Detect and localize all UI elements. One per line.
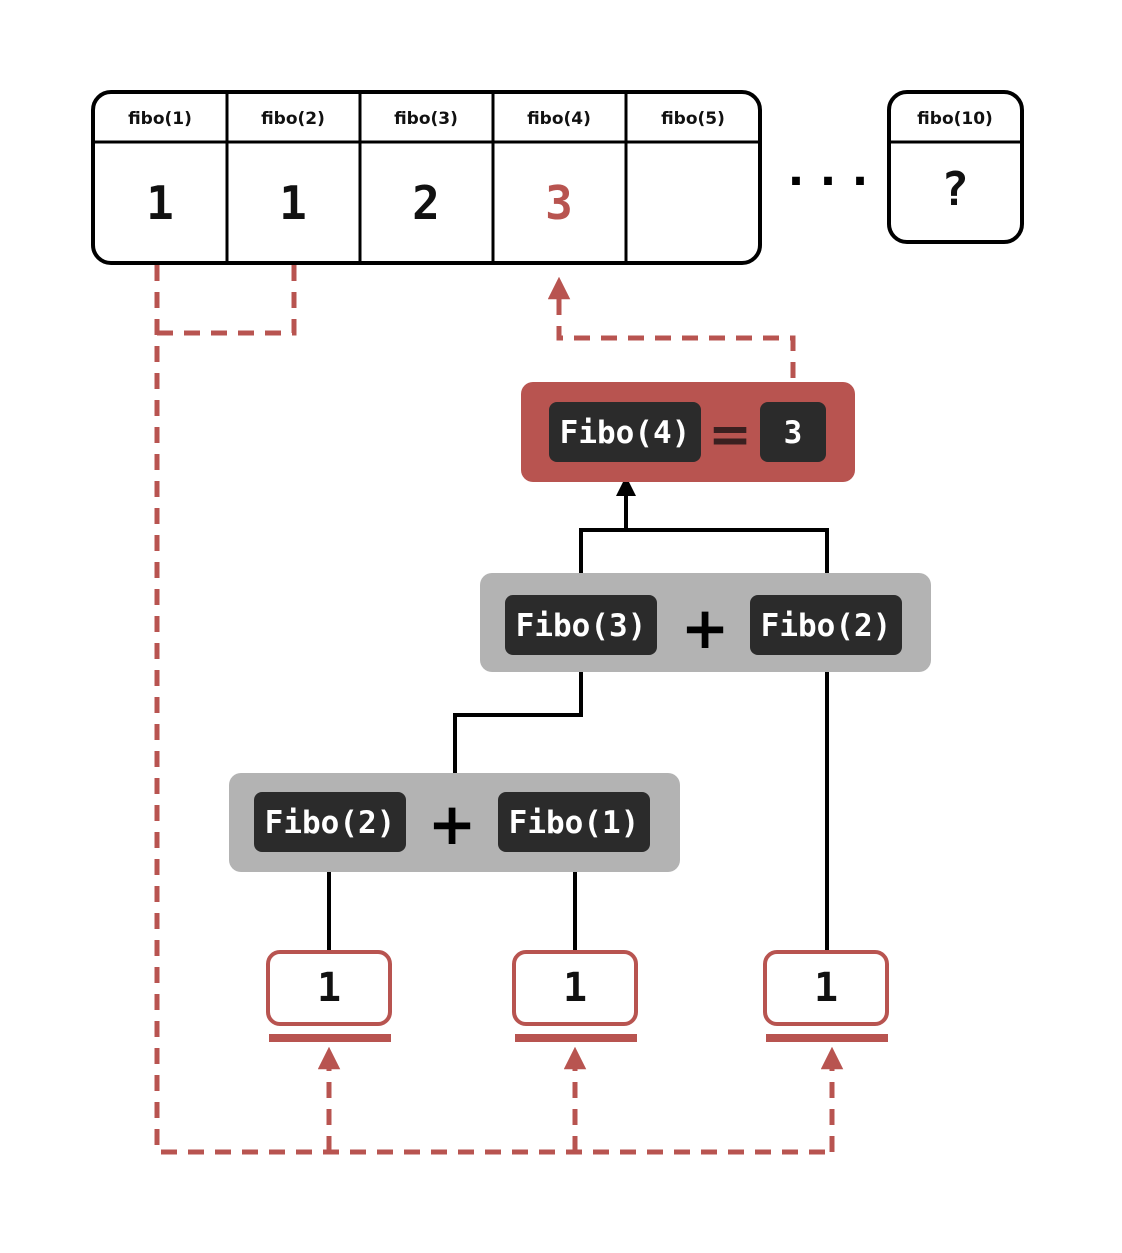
leaf-box-frame: [266, 950, 392, 1026]
level2-left-chip: [505, 595, 657, 655]
leaf-base-bar: [515, 1034, 637, 1042]
connector-level2-to-result: [579, 528, 829, 573]
equals-sign: =: [708, 405, 752, 465]
memo-value-cell: 1: [279, 176, 307, 230]
memo-header-cell: fibo(2): [261, 109, 325, 129]
leaf-box: 1: [266, 950, 392, 1042]
plus-sign: +: [428, 790, 477, 858]
memo-table: fibo(1) fibo(2) fibo(3) fibo(4) fibo(5) …: [91, 90, 762, 265]
level1-right-chip: [498, 792, 650, 852]
memo-path-fibo2: [157, 265, 297, 336]
memo-table-last-cell: fibo(10) ?: [887, 90, 1024, 244]
ellipsis: . . .: [788, 145, 869, 196]
leaf-box: 1: [512, 950, 638, 1042]
result-right-chip: [760, 402, 826, 462]
leaf-box-frame: [512, 950, 638, 1026]
arrow-level1-to-fibo3: [453, 651, 591, 774]
leaf-box-frame: [763, 950, 889, 1026]
level1-left-chip: [254, 792, 406, 852]
memo-header-cell: fibo(3): [394, 109, 458, 129]
last-cell-frame: [887, 90, 1024, 244]
level2-box: Fibo(3) + Fibo(2): [480, 573, 931, 672]
level1-box: Fibo(2) + Fibo(1): [229, 773, 680, 872]
level1-right-label: Fibo(1): [509, 805, 640, 841]
memo-table-frame: [91, 90, 762, 265]
memo-value-cell: 1: [146, 176, 174, 230]
tree-connectors: [319, 476, 837, 950]
memo-path-fibo1: [154, 265, 832, 1155]
level2-left-label: Fibo(3): [516, 608, 647, 644]
memo-value-cell: 2: [412, 176, 440, 230]
leaf-base-bar: [766, 1034, 888, 1042]
leaf-box: 1: [763, 950, 889, 1042]
memo-header-cell: fibo(4): [527, 109, 591, 129]
memo-header-cell: fibo(1): [128, 109, 192, 129]
memo-value-cell-highlight: 3: [545, 176, 573, 230]
result-left-label: Fibo(4): [560, 415, 691, 451]
memo-header-cell: fibo(5): [661, 109, 725, 129]
last-header-cell: fibo(10): [917, 109, 993, 129]
memo-store-arrow: [547, 276, 796, 378]
result-box: Fibo(4) = 3: [521, 382, 855, 482]
leaf-value: 1: [317, 965, 341, 1011]
level2-right-chip: [750, 595, 902, 655]
leaf-value: 1: [563, 965, 587, 1011]
last-value-cell: ?: [941, 162, 969, 216]
memo-lookup-paths: [154, 265, 844, 1155]
leaf-base-bar: [269, 1034, 391, 1042]
plus-sign: +: [681, 594, 730, 662]
result-left-chip: [549, 402, 701, 462]
leaf-value: 1: [814, 965, 838, 1011]
level2-right-label: Fibo(2): [761, 608, 892, 644]
level1-left-label: Fibo(2): [265, 805, 396, 841]
result-right-label: 3: [784, 415, 803, 451]
